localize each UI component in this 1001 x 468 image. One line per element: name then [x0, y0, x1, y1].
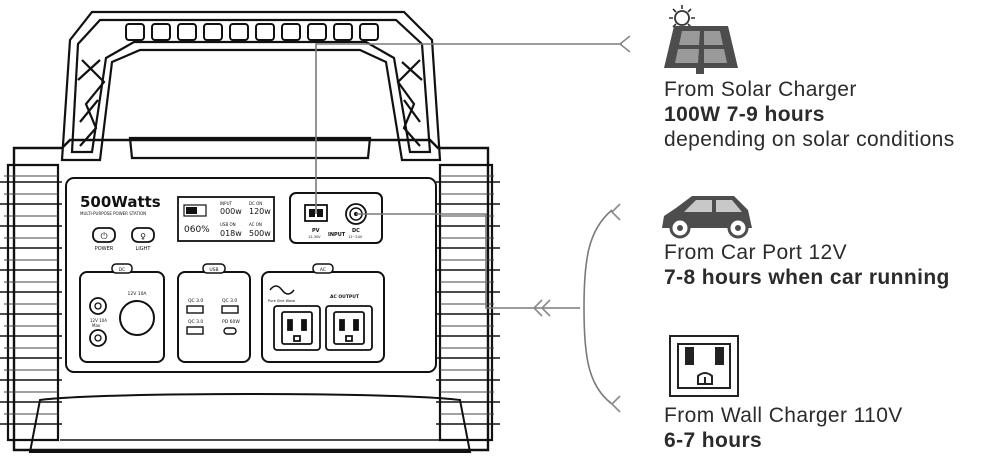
svg-text:USB: USB [209, 267, 218, 273]
sine-wave-icon [269, 285, 295, 295]
car-caption: From Car Port 12V 7-8 hours when car run… [664, 240, 950, 290]
solar-caption-line1: From Solar Charger [664, 78, 857, 101]
svg-text:QC 3.0: QC 3.0 [222, 298, 237, 304]
power-label: POWER [95, 246, 114, 252]
usb-switch[interactable] [202, 263, 226, 274]
double-chevron-left-icon [532, 299, 551, 317]
usb-output-section: USB QC 3.0 QC 3.0 QC 3.0 PD 60W [177, 263, 251, 363]
chevron-left-icon [610, 203, 621, 221]
svg-text:PD 60W: PD 60W [222, 319, 240, 325]
svg-text:120w: 120w [249, 207, 271, 216]
dc-5521-port-1[interactable] [89, 297, 107, 315]
usb-a-port-2[interactable] [186, 326, 204, 335]
usb-a-port-3[interactable] [221, 305, 239, 314]
battery-icon [183, 204, 207, 217]
wall-caption-line1: From Wall Charger 110V [664, 404, 903, 427]
svg-text:AC: AC [320, 267, 326, 273]
device-body [0, 138, 500, 453]
car-icon [662, 196, 752, 239]
svg-text:Max: Max [92, 323, 101, 328]
wall-caption: From Wall Charger 110V 6-7 hours [664, 403, 903, 453]
power-button[interactable]: ⏻ [92, 227, 116, 243]
ac-outlet-2[interactable] [325, 305, 373, 351]
svg-text:000w: 000w [220, 207, 242, 216]
solar-connector-line [315, 43, 622, 214]
svg-text:018w: 018w [220, 229, 242, 238]
solar-caption-line2: 100W 7-9 hours [664, 103, 825, 126]
svg-text:12V 10A: 12V 10A [127, 291, 147, 297]
car-socket-port[interactable] [119, 300, 155, 336]
solar-caption: From Solar Charger 100W 7-9 hours depend… [664, 77, 955, 152]
svg-text:DC: DC [119, 267, 126, 273]
carry-handle [60, 10, 442, 162]
dc-5521-port-2[interactable] [89, 329, 107, 347]
svg-text:12~24V: 12~24V [348, 235, 363, 239]
svg-text:AC OUTPUT: AC OUTPUT [330, 294, 360, 300]
brand-subtitle: MULTI-PURPOSE POWER STATION [80, 211, 146, 216]
chevron-left-icon [610, 395, 621, 413]
svg-text:12-30V: 12-30V [308, 235, 321, 239]
input-panel: PV 12-30V INPUT DC 12~24V [289, 192, 383, 244]
svg-text:12V 10A: 12V 10A [90, 318, 107, 323]
svg-text:USB ON: USB ON [220, 222, 236, 227]
ac-switch[interactable] [312, 263, 334, 274]
svg-text:PV: PV [312, 228, 320, 234]
svg-text:Pure Sine Wave: Pure Sine Wave [268, 299, 295, 303]
ac-output-section: AC Pure Sine Wave AC OUTPUT [261, 263, 385, 363]
solar-caption-line3: depending on solar conditions [664, 128, 955, 151]
car-caption-line2: 7-8 hours when car running [664, 266, 950, 289]
light-label: LIGHT [136, 246, 152, 252]
dc-connector-line [356, 213, 580, 309]
svg-text:QC 3.0: QC 3.0 [188, 298, 203, 304]
svg-text:AC ON: AC ON [249, 222, 262, 227]
usb-a-port-1[interactable] [186, 305, 204, 314]
svg-text:INPUT: INPUT [220, 201, 233, 206]
ac-outlet-1[interactable] [273, 305, 321, 351]
light-button[interactable]: ♀ [131, 227, 155, 243]
chevron-left-icon [618, 35, 631, 53]
wall-caption-line2: 6-7 hours [664, 429, 763, 452]
power-icon: ⏻ [100, 231, 107, 242]
wall-outlet-icon [669, 335, 739, 397]
usb-c-port[interactable] [223, 327, 237, 335]
svg-text:500w: 500w [249, 229, 271, 238]
dc-output-section: DC 12V 10A Max 12V 10A [79, 263, 165, 363]
battery-percent: 060% [184, 225, 210, 235]
bracket-line [583, 209, 613, 405]
svg-text:DC ON: DC ON [249, 201, 262, 206]
dc-switch[interactable] [111, 263, 133, 274]
car-caption-line1: From Car Port 12V [664, 241, 848, 264]
svg-text:DC: DC [352, 228, 360, 234]
svg-text:INPUT: INPUT [328, 232, 346, 238]
lcd-display: 060% INPUT 000w DC ON 120w USB ON 018w A… [177, 196, 275, 242]
svg-text:QC 3.0: QC 3.0 [188, 319, 203, 325]
solar-panel-icon [664, 5, 738, 74]
light-bulb-icon: ♀ [140, 232, 146, 241]
brand-logo: 500Watts [80, 193, 161, 211]
